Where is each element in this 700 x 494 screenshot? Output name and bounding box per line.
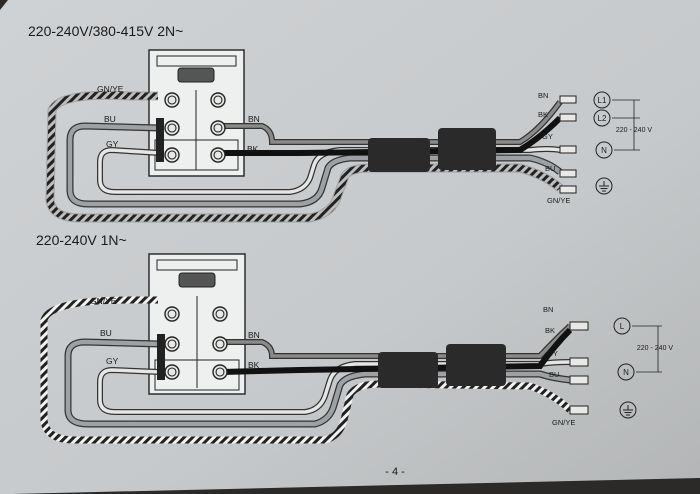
label-bk-mid-top: BK — [247, 144, 259, 154]
label-bk-end-top: BK — [538, 110, 548, 119]
label-bk-end-bottom: BK — [545, 326, 555, 335]
label-gy-end-bottom: GY — [547, 349, 558, 358]
voltage-label-top: 220 - 240 V — [616, 127, 653, 134]
label-gnye-end-top: GN/YE — [547, 196, 570, 205]
label-gnye-end-bottom: GN/YE — [552, 418, 575, 427]
terminal-l-icon — [613, 317, 631, 335]
label-bu-end-top: BU — [545, 164, 555, 173]
terminal-l2-icon — [593, 109, 611, 127]
label-bn-mid-top: BN — [248, 114, 260, 124]
label-bn-end-bottom: BN — [543, 305, 553, 314]
label-bu-end-bottom: BU — [549, 370, 559, 379]
diagram-bottom-title: 220-240V 1N~ — [36, 232, 127, 248]
cable-sheath-top-left — [368, 138, 430, 172]
terminal-n-label: N — [601, 146, 607, 155]
label-gnye-left-top: GN/YE — [97, 84, 124, 94]
terminal-l1-icon — [593, 91, 611, 109]
diagram-top-title: 220-240V/380-415V 2N~ — [28, 23, 183, 39]
label-bu-left-top: BU — [104, 114, 116, 124]
page-number: - 4 - — [385, 466, 405, 478]
label-bu-left-bottom: BU — [100, 328, 112, 338]
label-gnye-left-bottom: GN/YE — [90, 296, 117, 306]
label-bk-mid-bottom: BK — [248, 360, 260, 370]
bk-wire-bottom — [221, 327, 573, 375]
diagram-bottom: 220-240V 1N~ GN/YE BU GY BN BK BN — [36, 232, 674, 444]
label-bn-mid-bottom: BN — [248, 330, 260, 340]
label-bn-end-top: BN — [538, 91, 548, 100]
cable-sheath-bottom-right — [446, 344, 506, 386]
voltage-label-bottom: 220 - 240 V — [637, 345, 674, 352]
terminal-l1-label: L1 — [598, 96, 607, 105]
ferrules-bottom — [569, 321, 589, 415]
bk-wire-top — [220, 115, 563, 156]
label-gy-left-top: GY — [106, 139, 119, 149]
label-gy-left-bottom: GY — [106, 356, 119, 366]
cable-sheath-top-right — [438, 128, 496, 170]
label-gy-end-top: GY — [542, 132, 553, 141]
terminal-l2-label: L2 — [598, 114, 607, 123]
terminal-n-bottom-label: N — [623, 368, 629, 377]
cable-sheath-bottom-left — [378, 352, 438, 388]
gnye-wire-bottom — [40, 296, 573, 444]
ferrules-top — [559, 95, 577, 194]
terminal-n-bottom-icon — [617, 363, 635, 381]
terminal-l-label: L — [620, 322, 625, 331]
terminal-n-icon — [595, 141, 613, 159]
gnye-wire-top — [46, 91, 563, 222]
diagram-top: 220-240V/380-415V 2N~ — [28, 23, 653, 223]
